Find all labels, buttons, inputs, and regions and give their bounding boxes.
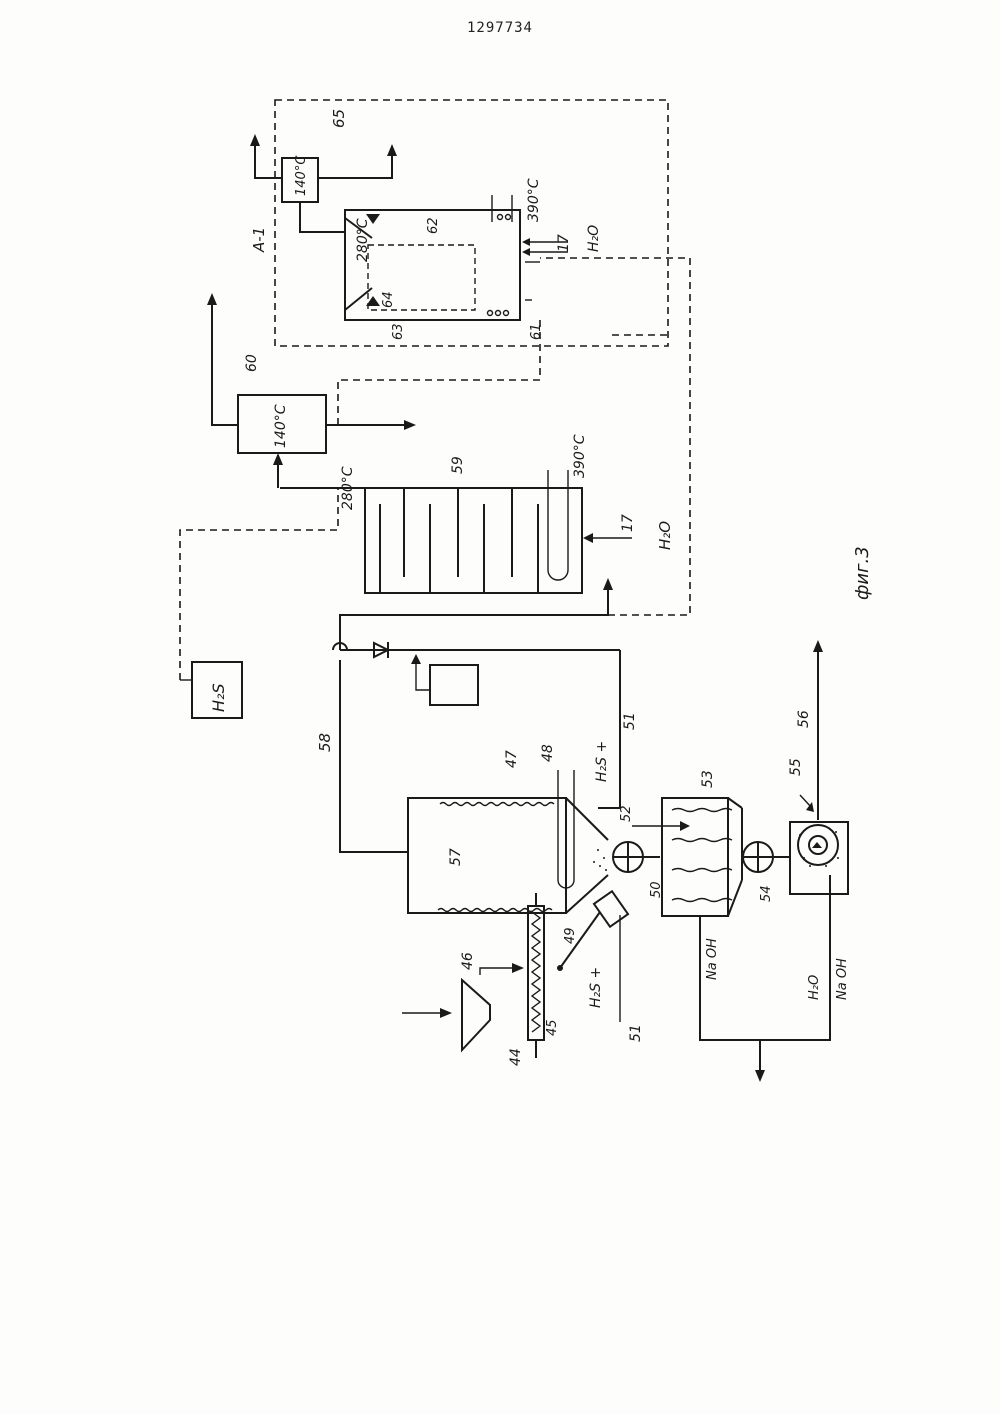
unit-60 <box>207 293 540 488</box>
label-h2s-box: H₂S <box>209 683 228 712</box>
label-58: 58 <box>316 733 334 752</box>
label-280-61: 280°C <box>355 218 371 262</box>
label-390-61: 390°C <box>526 178 542 222</box>
unit-59 <box>280 258 690 650</box>
label-17-top: 17 <box>556 234 572 252</box>
label-140-65: 140°C <box>294 155 309 196</box>
label-51-bottom: 51 <box>628 1024 644 1042</box>
label-56: 56 <box>796 710 812 728</box>
label-54: 54 <box>759 885 774 902</box>
line-58 <box>333 642 620 852</box>
label-53: 53 <box>700 770 716 788</box>
label-46: 46 <box>460 952 476 970</box>
label-55: 55 <box>788 758 804 776</box>
label-45: 45 <box>545 1019 560 1036</box>
label-50: 50 <box>649 881 664 898</box>
boundary-a1 <box>275 100 668 346</box>
label-h2o-59: H₂O <box>656 521 674 550</box>
label-a1: A-1 <box>250 227 268 253</box>
label-52: 52 <box>619 805 634 822</box>
label-59: 59 <box>450 456 466 474</box>
label-57: 57 <box>448 848 464 866</box>
label-61: 61 <box>529 323 544 340</box>
label-naoh-2: Na OH <box>835 958 850 1000</box>
label-h2s-plus-top: H₂S + <box>594 741 610 782</box>
figure-caption: фиг.3 <box>852 546 873 600</box>
label-h2s-plus-bottom: H₂S + <box>588 967 604 1008</box>
label-280-59: 280°C <box>340 466 356 510</box>
label-47: 47 <box>504 750 520 768</box>
label-390-59: 390°C <box>572 434 588 478</box>
label-49: 49 <box>563 927 578 944</box>
label-64: 64 <box>381 291 396 308</box>
label-51-top: 51 <box>622 712 638 730</box>
label-60: 60 <box>244 354 260 372</box>
label-naoh-1: Na OH <box>705 938 720 980</box>
h2s-box <box>180 488 338 718</box>
label-65: 65 <box>330 109 348 128</box>
unit-65 <box>250 134 397 202</box>
label-140-60: 140°C <box>273 404 289 448</box>
label-44: 44 <box>508 1048 524 1066</box>
label-h2o-61: H₂O <box>586 225 602 252</box>
label-62: 62 <box>426 217 441 234</box>
label-48: 48 <box>540 744 556 762</box>
label-h2o-filter: H₂O <box>807 975 822 1000</box>
label-17-mid: 17 <box>620 514 636 532</box>
label-63: 63 <box>391 323 406 340</box>
settler-53 <box>662 798 830 1082</box>
reactor-57 <box>408 770 690 913</box>
